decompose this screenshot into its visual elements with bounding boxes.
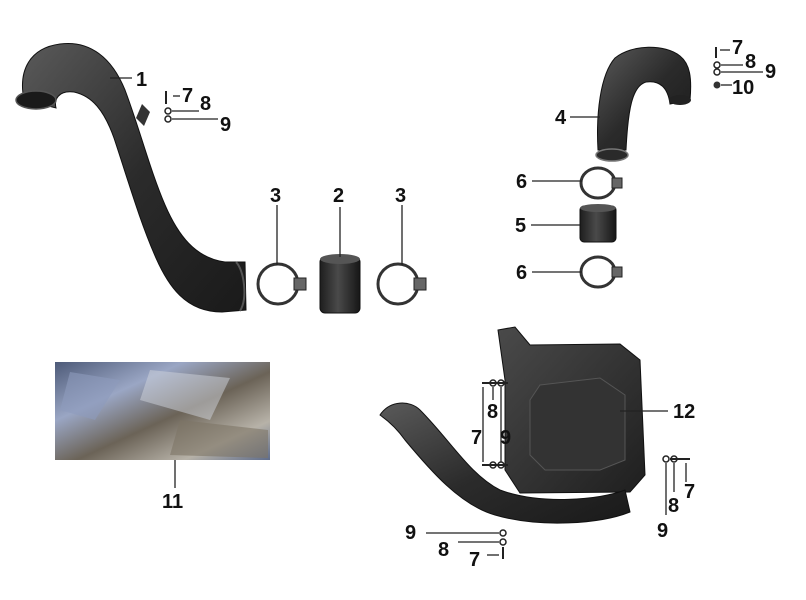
hardware-set-upper-right bbox=[713, 47, 721, 89]
callout-7-upper-left: 7 bbox=[182, 85, 193, 107]
hardware-set-box-left-lower bbox=[482, 461, 508, 469]
callout-8-bottom: 8 bbox=[438, 539, 449, 561]
callout-9-upper-right: 9 bbox=[765, 61, 776, 83]
callout-10: 10 bbox=[732, 77, 754, 99]
callout-8-box-right: 8 bbox=[668, 495, 679, 517]
callout-9-box-left: 9 bbox=[500, 427, 511, 449]
callout-6-lower: 6 bbox=[516, 262, 527, 284]
callout-7-box-right: 7 bbox=[684, 481, 695, 503]
callout-7-bottom: 7 bbox=[469, 549, 480, 571]
callout-6-upper: 6 bbox=[516, 171, 527, 193]
hardware-set-bottom bbox=[499, 529, 507, 559]
leader-lines bbox=[110, 49, 763, 556]
intake-tube-part-1 bbox=[15, 42, 247, 313]
callout-12: 12 bbox=[673, 401, 695, 423]
hardware-set-upper-left bbox=[164, 91, 172, 123]
callout-1: 1 bbox=[136, 69, 147, 91]
callout-5: 5 bbox=[515, 215, 526, 237]
hose-clamp-part-3-right bbox=[376, 262, 427, 306]
callout-2: 2 bbox=[333, 185, 344, 207]
hose-clamp-part-3-left bbox=[256, 262, 307, 306]
heat-shield-foil-part-11 bbox=[55, 362, 270, 460]
callout-11: 11 bbox=[162, 491, 183, 513]
callout-3-right: 3 bbox=[395, 185, 406, 207]
callout-3-left: 3 bbox=[270, 185, 281, 207]
hardware-set-box-right bbox=[662, 455, 690, 463]
hardware-set-box-left-upper bbox=[482, 379, 508, 387]
callout-4: 4 bbox=[555, 107, 567, 129]
hose-clamp-part-6-lower bbox=[579, 255, 623, 289]
coupler-part-5 bbox=[579, 204, 617, 243]
airbox-part-12 bbox=[379, 326, 646, 524]
elbow-tube-part-4 bbox=[595, 46, 692, 162]
callout-8-upper-right: 8 bbox=[745, 51, 756, 73]
callout-8-box-left: 8 bbox=[487, 401, 498, 423]
callout-7-box-left: 7 bbox=[471, 427, 482, 449]
callout-9-bottom: 9 bbox=[405, 522, 416, 544]
callout-labels: 1 2 3 3 4 6 5 6 7 8 9 7 8 9 10 11 12 8 7… bbox=[136, 37, 776, 571]
hose-clamp-part-6-upper bbox=[579, 166, 623, 200]
callout-9-upper-left: 9 bbox=[220, 114, 231, 136]
callout-9-box-right: 9 bbox=[657, 520, 668, 542]
callout-8-upper-left: 8 bbox=[200, 93, 211, 115]
coupler-sleeve-part-2 bbox=[319, 254, 361, 314]
callout-7-upper-right: 7 bbox=[732, 37, 743, 59]
